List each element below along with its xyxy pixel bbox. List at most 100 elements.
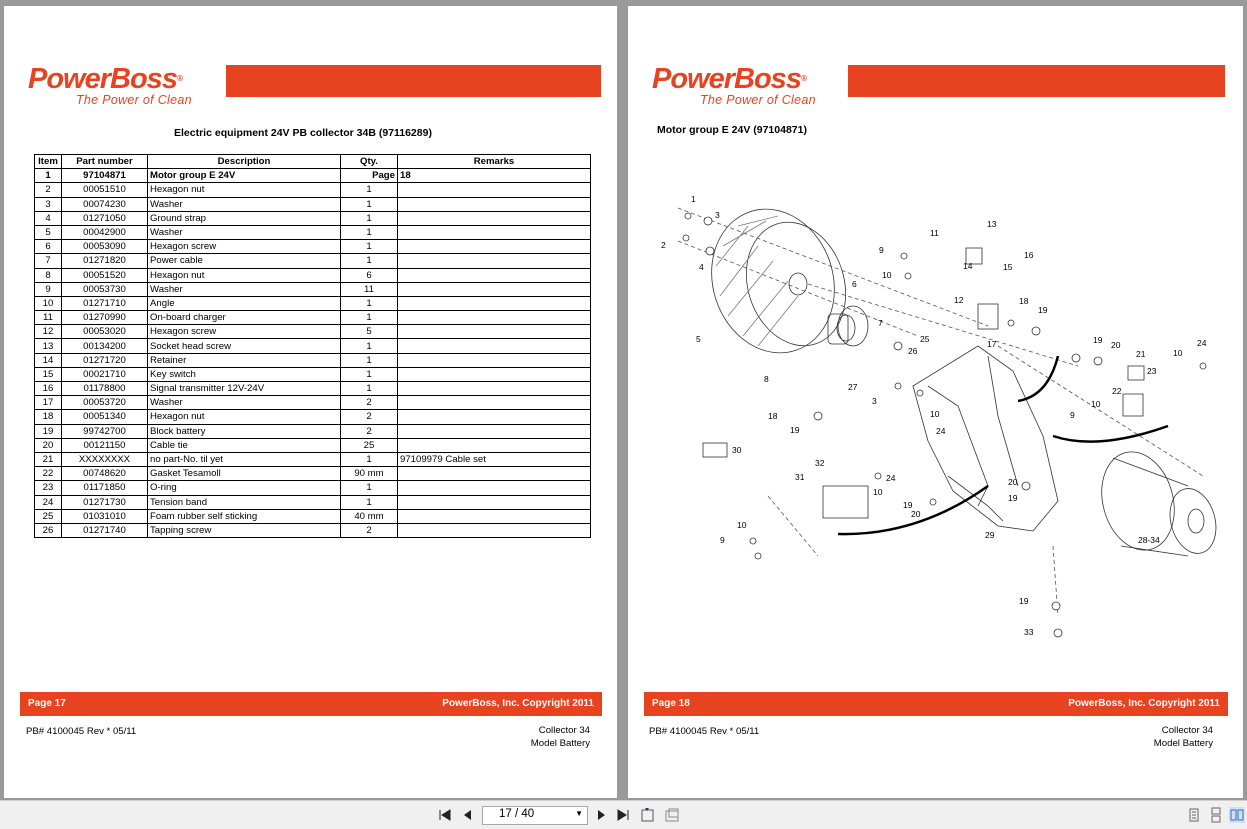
part-number-cell: 00042900: [61, 224, 148, 241]
callout-number: 19: [1038, 305, 1048, 315]
callout-number: 19: [1093, 335, 1103, 345]
callout-number: 24: [1197, 338, 1207, 348]
part-number-cell: 01271050: [61, 210, 148, 226]
remarks-cell: [397, 522, 591, 539]
description-cell: Retainer: [147, 352, 341, 368]
item-cell: 2: [34, 182, 62, 198]
part-number-cell: 01271720: [61, 352, 148, 368]
page-number: Page 18: [652, 698, 690, 709]
callout-number: 9: [720, 535, 725, 545]
description-cell: Washer: [147, 196, 341, 212]
page-number-select[interactable]: 17 / 40 ▼: [482, 806, 588, 825]
signal-transmitter: [822, 485, 869, 519]
powerboss-logo: PowerBoss® The Power of Clean: [652, 63, 816, 107]
remarks-cell: [397, 508, 591, 524]
item-cell: 25: [34, 508, 62, 524]
description-cell: O-ring: [147, 480, 341, 496]
first-page-icon[interactable]: [437, 807, 453, 823]
label-box: [702, 442, 728, 458]
fit-width-icon[interactable]: [664, 807, 680, 823]
callout-number: 9: [879, 245, 884, 255]
part-number-cell: 00051520: [61, 267, 148, 283]
qty-cell: 5: [340, 324, 398, 340]
part-number-cell: 01178800: [61, 380, 148, 397]
callout-number: 12: [954, 295, 964, 305]
part-number-cell: 00074230: [61, 196, 148, 212]
qty-cell: 1: [340, 338, 398, 354]
remarks-cell: 97109979 Cable set: [397, 451, 591, 468]
part-number-cell: 00021710: [61, 366, 148, 383]
remarks-cell: 18: [397, 168, 591, 184]
item-cell: 14: [34, 352, 62, 368]
two-page-view-icon[interactable]: [1229, 807, 1245, 823]
callout-number: 7: [878, 318, 883, 328]
part-number-cell: 01171850: [61, 480, 148, 496]
qty-cell: 2: [340, 423, 398, 439]
remarks-cell: [397, 196, 591, 212]
qty-cell: 2: [340, 409, 398, 425]
item-cell: 26: [34, 522, 62, 539]
part-number-cell: 00051340: [61, 409, 148, 425]
copyright: PowerBoss, Inc. Copyright 2011: [1068, 698, 1220, 709]
remarks-cell: [397, 480, 591, 496]
part-number-cell: 01271730: [61, 494, 148, 510]
description-cell: Block battery: [147, 423, 341, 439]
page-title: Motor group E 24V (97104871): [657, 124, 807, 136]
item-cell: 11: [34, 310, 62, 326]
part-number-cell: 00051510: [61, 182, 148, 198]
description-cell: Socket head screw: [147, 338, 341, 354]
remarks-cell: [397, 224, 591, 241]
remarks-cell: [397, 423, 591, 439]
part-number-cell: 00053730: [61, 281, 148, 297]
item-cell: 4: [34, 210, 62, 226]
remarks-cell: [397, 324, 591, 340]
callout-number: 32: [815, 458, 825, 468]
last-page-icon[interactable]: [615, 807, 631, 823]
qty-cell: 1: [340, 182, 398, 198]
callout-number: 22: [1112, 386, 1122, 396]
fan-wheel: [711, 208, 847, 354]
item-cell: 3: [34, 196, 62, 212]
callout-number: 10: [737, 520, 747, 530]
next-page-icon[interactable]: [593, 807, 609, 823]
prev-page-icon[interactable]: [460, 807, 476, 823]
qty-cell: 1: [340, 295, 398, 312]
part-number-cell: 01031010: [61, 508, 148, 524]
column-header: Part number: [61, 153, 148, 170]
part-number-cell: 00053090: [61, 239, 148, 255]
qty-cell: 11: [340, 281, 398, 297]
remarks-cell: [397, 466, 591, 482]
description-cell: Hexagon nut: [147, 409, 341, 425]
qty-cell: 1: [340, 380, 398, 397]
single-page-view-icon[interactable]: [1186, 807, 1202, 823]
fit-page-icon[interactable]: [640, 807, 656, 823]
description-cell: Gasket Tesamoll: [147, 466, 341, 482]
part-number-cell: 00053020: [61, 324, 148, 340]
part-number-cell: 01271820: [61, 253, 148, 269]
doc-number: PB# 4100045 Rev * 05/11: [26, 726, 137, 737]
item-cell: 12: [34, 324, 62, 340]
doc-number: PB# 4100045 Rev * 05/11: [649, 726, 760, 737]
cables: [837, 355, 1169, 536]
description-cell: Washer: [147, 395, 341, 411]
qty-cell: 1: [340, 494, 398, 510]
callout-number: 10: [1173, 348, 1183, 358]
callout-number: 19: [790, 425, 800, 435]
callout-number: 20: [1008, 477, 1018, 487]
remarks-cell: [397, 253, 591, 269]
item-cell: 23: [34, 480, 62, 496]
item-cell: 13: [34, 338, 62, 354]
continuous-view-icon[interactable]: [1208, 807, 1224, 823]
footer-bar: Page 18 PowerBoss, Inc. Copyright 2011: [644, 692, 1228, 716]
callout-number: 16: [1024, 250, 1034, 260]
remarks-cell: [397, 210, 591, 226]
remarks-cell: [397, 352, 591, 368]
callout-number: 9: [1070, 410, 1075, 420]
item-cell: 20: [34, 437, 62, 453]
qty-cell: Page: [340, 168, 398, 184]
